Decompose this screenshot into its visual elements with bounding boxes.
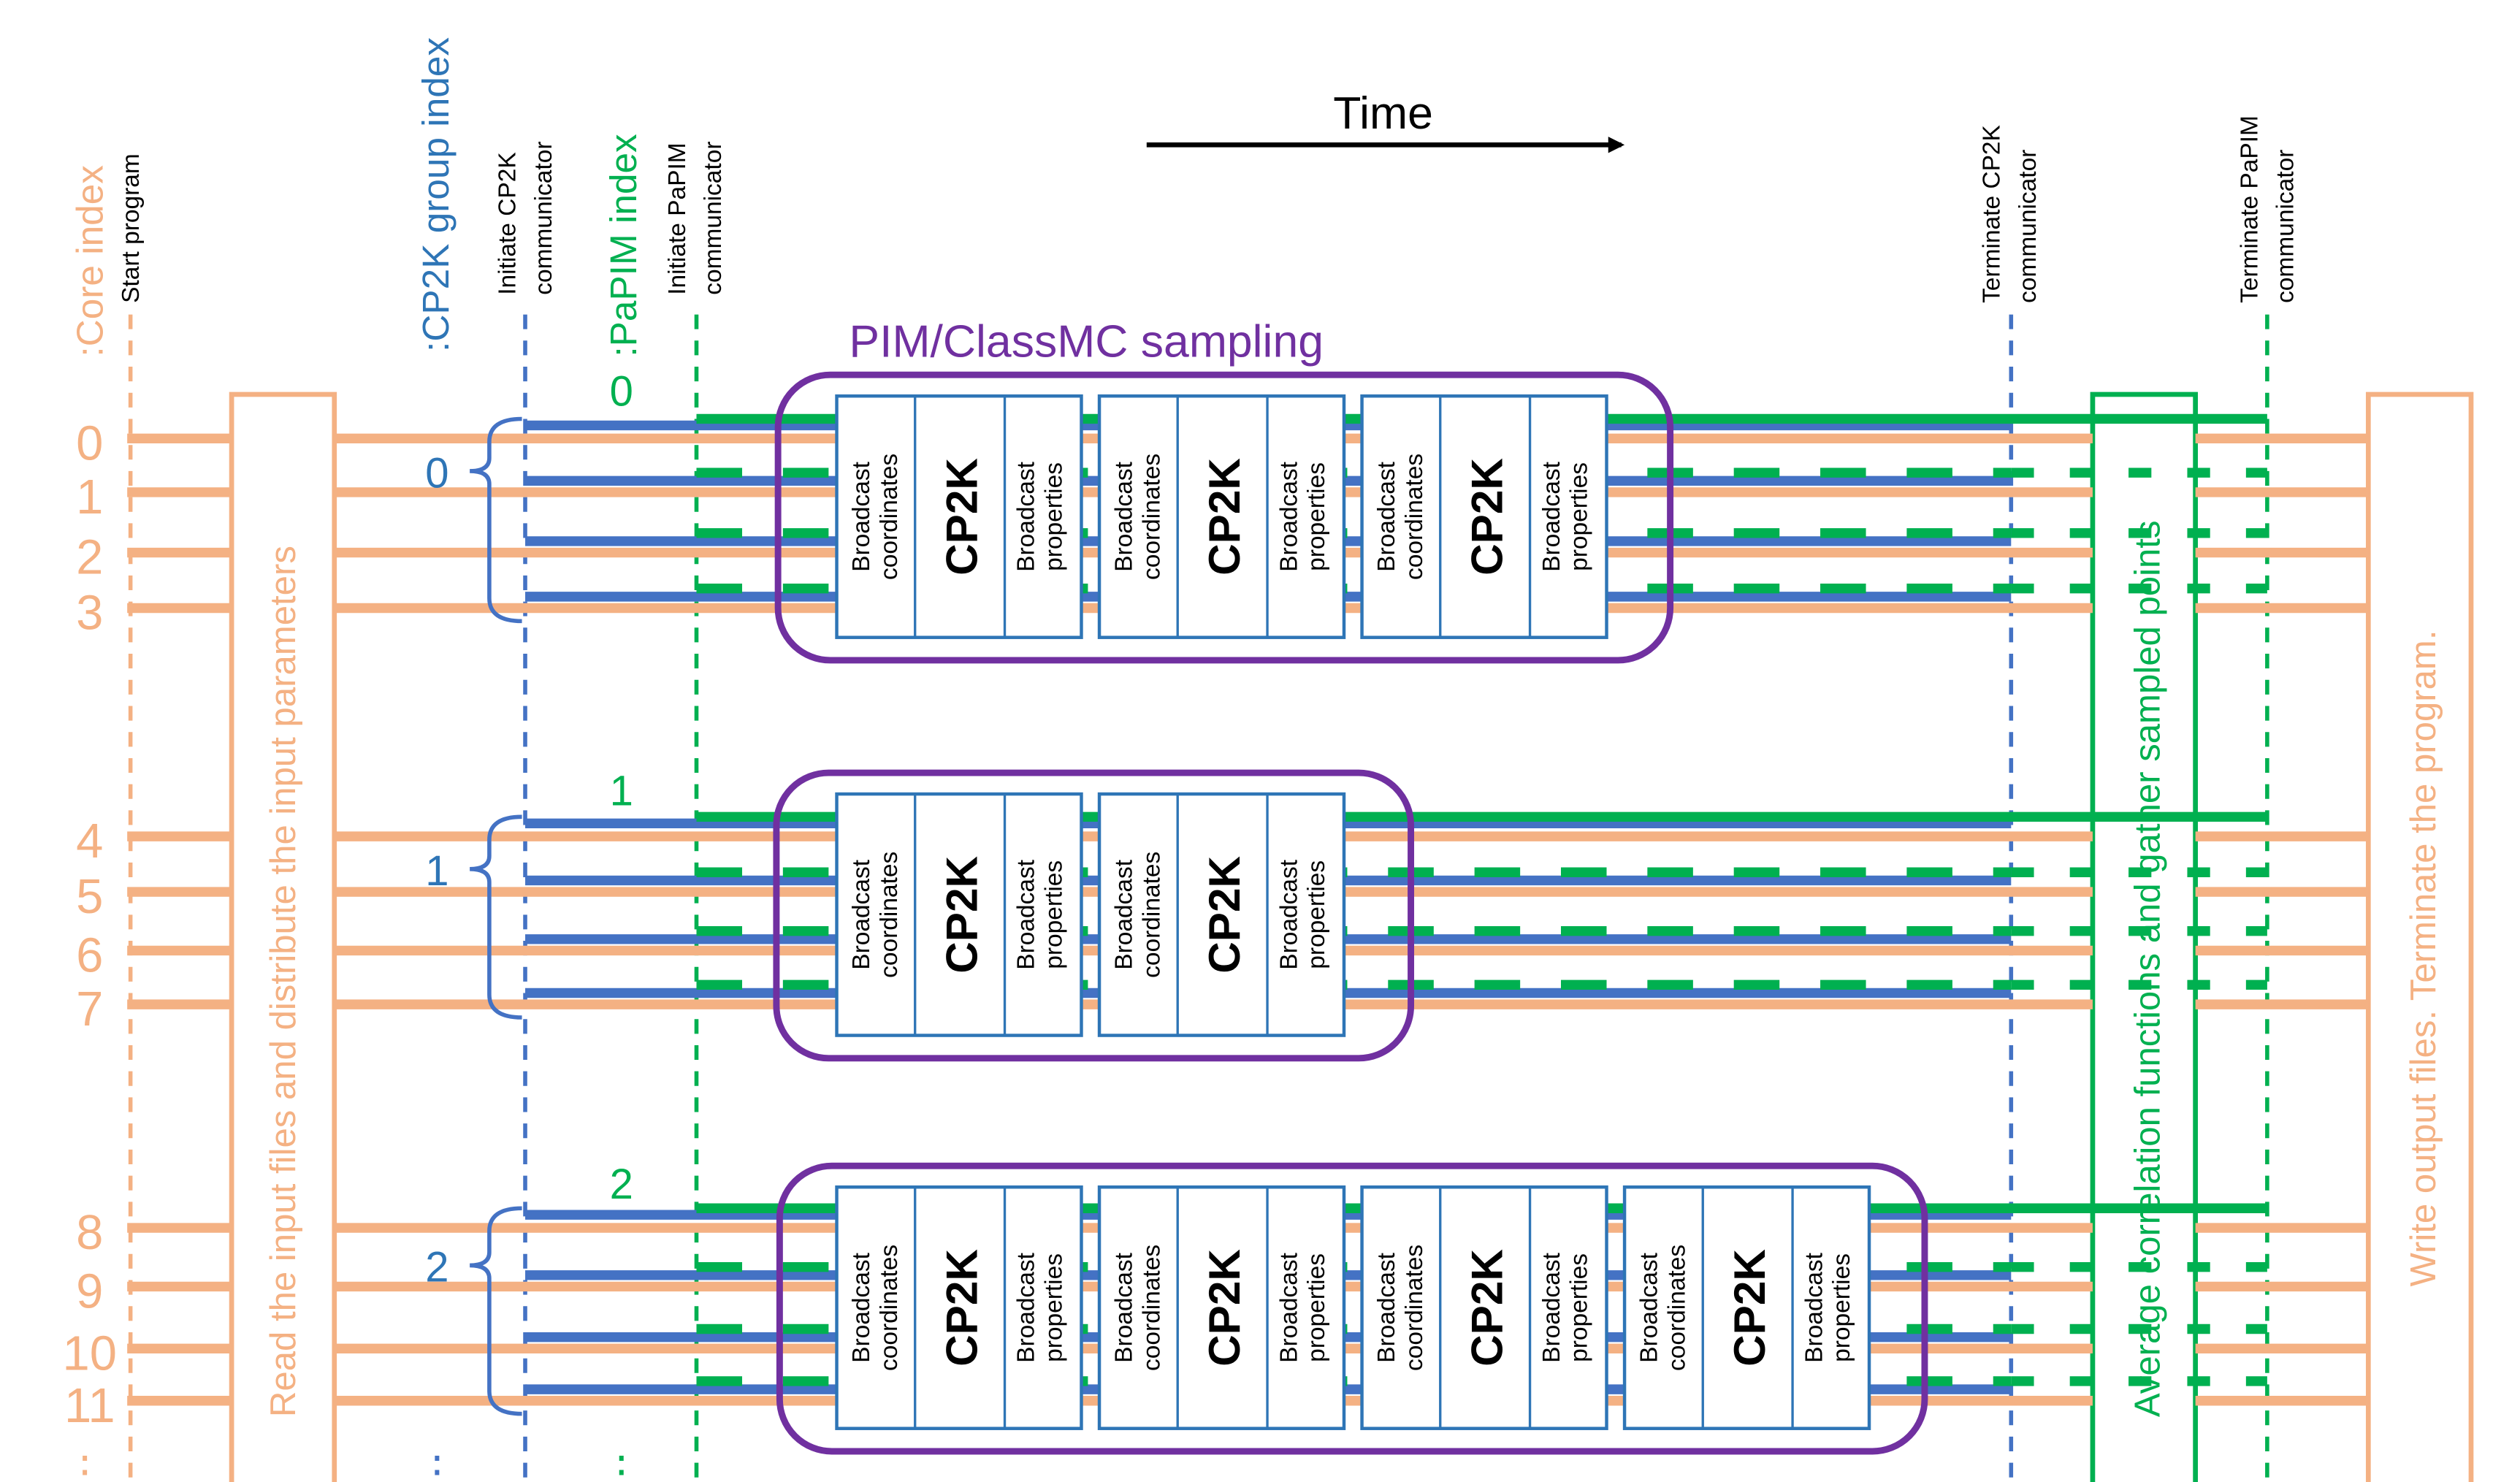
sampling-label: PIM/ClassMC sampling xyxy=(849,316,1324,367)
broadcast-coordinates-label: Broadcastcoordinates xyxy=(1111,454,1166,580)
broadcast-properties-label: Broadcastproperties xyxy=(1275,1252,1330,1362)
cp2k-step-frame xyxy=(835,792,1083,1037)
core-index-number: 11 xyxy=(64,1378,115,1433)
cp2k-group-brace xyxy=(470,1206,522,1416)
broadcast-coordinates-label: Broadcastcoordinates xyxy=(1373,454,1428,580)
cp2k-label: CP2K xyxy=(937,1249,987,1367)
ellipsis-icon: ⋮ xyxy=(600,1448,643,1482)
cp2k-step-frame xyxy=(1097,792,1346,1037)
sampling-container xyxy=(773,769,1415,1062)
broadcast-coordinates-label: Broadcastcoordinates xyxy=(848,1245,903,1371)
cp2k-group-brace xyxy=(470,416,522,624)
read-input-phase-label: Read the input files and distribute the … xyxy=(264,546,303,1417)
cp2k-step-block: Broadcastcoordinates CP2K Broadcastpropert… xyxy=(1097,792,1346,1037)
sampling-container xyxy=(774,371,1674,664)
sampling-container xyxy=(776,1162,1928,1455)
papim-index-number: 2 xyxy=(610,1161,633,1208)
ellipsis-markers: ⋮ ⋮ ⋮ xyxy=(64,1448,643,1482)
core-index-number: 5 xyxy=(76,869,103,924)
broadcast-properties-label: Broadcastproperties xyxy=(1013,461,1068,571)
broadcast-properties-label: Broadcastproperties xyxy=(1538,1252,1593,1362)
papim-index-number: 0 xyxy=(610,368,633,416)
broadcast-coordinates-label: Broadcastcoordinates xyxy=(1373,1245,1428,1371)
broadcast-coordinates-label: Broadcastcoordinates xyxy=(848,852,903,978)
core-index-number: 0 xyxy=(76,416,103,470)
cp2k-label: CP2K xyxy=(1199,856,1249,974)
broadcast-coordinates-label: Broadcastcoordinates xyxy=(1111,1245,1166,1371)
cp2k-step-frame xyxy=(835,394,1083,639)
cp2k-step-frame xyxy=(1097,394,1346,639)
cp2k-step-frame xyxy=(1360,394,1608,639)
broadcast-coordinates-label: Broadcastcoordinates xyxy=(1111,852,1166,978)
cp2k-group-brace xyxy=(470,814,522,1020)
broadcast-properties-label: Broadcastproperties xyxy=(1275,859,1330,969)
ellipsis-icon: ⋮ xyxy=(64,1448,106,1482)
terminate-papim-label: Terminate PaPIM communicator xyxy=(2236,109,2299,303)
average-phase-label: Average correlation functions and gather… xyxy=(2128,520,2168,1417)
broadcast-properties-label: Broadcastproperties xyxy=(1013,859,1068,969)
broadcast-properties-label: Broadcastproperties xyxy=(1275,461,1330,571)
papim-index-number: 1 xyxy=(610,768,633,815)
papim-index-label: :PaPIM index xyxy=(603,134,644,357)
cp2k-step-frame xyxy=(1360,1185,1608,1430)
broadcast-properties-label: Broadcastproperties xyxy=(1013,1252,1068,1362)
cp2k-group-index-number: 1 xyxy=(425,847,448,895)
start-program-label: Start program xyxy=(118,153,145,303)
initiate-papim-label: Initiate PaPIM communicator xyxy=(664,136,727,295)
core-index-label: :Core index xyxy=(69,165,111,357)
cp2k-step-block: Broadcastcoordinates CP2K Broadcastpropert… xyxy=(1622,1185,1871,1430)
broadcast-properties-label: Broadcastproperties xyxy=(1801,1252,1855,1362)
core-index-number: 9 xyxy=(76,1264,103,1318)
cp2k-step-block: Broadcastcoordinates CP2K Broadcastpropert… xyxy=(1097,1185,1346,1430)
cp2k-step-block: Broadcastcoordinates CP2K Broadcastpropert… xyxy=(1097,394,1346,639)
terminate-cp2k-label: Terminate CP2K communicator xyxy=(1979,118,2042,303)
cp2k-step-frame xyxy=(835,1185,1083,1430)
core-index-number: 7 xyxy=(76,982,103,1036)
core-index-number: 10 xyxy=(63,1326,118,1380)
core-index-number: 4 xyxy=(76,814,103,868)
broadcast-coordinates-label: Broadcastcoordinates xyxy=(1636,1245,1691,1371)
time-label: Time xyxy=(1333,88,1433,139)
cp2k-label: CP2K xyxy=(1725,1249,1774,1367)
cp2k-label: CP2K xyxy=(1462,1249,1512,1367)
cp2k-step-block: Broadcastcoordinates CP2K Broadcastpropert… xyxy=(835,792,1083,1037)
ellipsis-icon: ⋮ xyxy=(416,1448,458,1482)
cp2k-label: CP2K xyxy=(1199,458,1249,576)
broadcast-properties-label: Broadcastproperties xyxy=(1538,461,1593,571)
write-output-phase-label: Write output files. Terminate the progra… xyxy=(2404,630,2443,1287)
cp2k-step-block: Broadcastcoordinates CP2K Broadcastpropert… xyxy=(1360,1185,1608,1430)
cp2k-step-frame xyxy=(1097,1185,1346,1430)
cp2k-step-block: Broadcastcoordinates CP2K Broadcastpropert… xyxy=(835,394,1083,639)
cp2k-group-index-number: 2 xyxy=(425,1244,448,1291)
core-index-number: 3 xyxy=(76,586,103,641)
initiate-cp2k-label: Initiate CP2K communicator xyxy=(495,141,557,294)
core-index-number: 8 xyxy=(76,1205,103,1260)
broadcast-coordinates-label: Broadcastcoordinates xyxy=(848,454,903,580)
cp2k-group-index-label: :CP2K group index xyxy=(415,37,457,352)
cp2k-label: CP2K xyxy=(937,458,987,576)
cp2k-step-block: Broadcastcoordinates CP2K Broadcastpropert… xyxy=(835,1185,1083,1430)
cp2k-group-index-number: 0 xyxy=(425,449,448,497)
cp2k-label: CP2K xyxy=(1199,1249,1249,1367)
cp2k-step-frame xyxy=(1622,1185,1871,1430)
cp2k-label: CP2K xyxy=(937,856,987,974)
core-index-number: 6 xyxy=(76,928,103,982)
core-index-number: 2 xyxy=(76,530,103,585)
cp2k-step-block: Broadcastcoordinates CP2K Broadcastpropert… xyxy=(1360,394,1608,639)
core-index-number: 1 xyxy=(76,470,103,524)
cp2k-label: CP2K xyxy=(1462,458,1512,576)
